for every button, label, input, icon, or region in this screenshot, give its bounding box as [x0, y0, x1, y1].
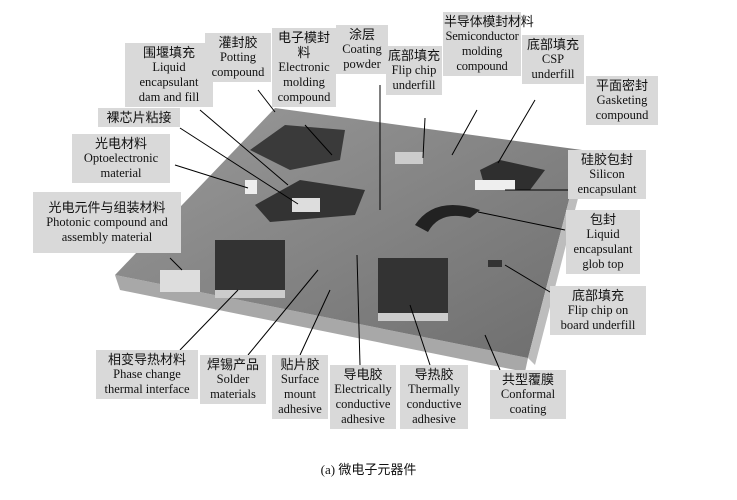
label-cn: 半导体模封材料	[444, 14, 534, 29]
label-cn: 贴片胶	[280, 357, 320, 372]
label-en: Coating powder	[342, 42, 382, 71]
label-en: Solder materials	[210, 372, 256, 401]
label-cn: 共型覆膜	[501, 372, 554, 387]
label-en: Phase change thermal interface	[104, 367, 190, 396]
label-en: Optoelectronic material	[83, 151, 159, 180]
label-cn: 底部填充	[571, 288, 624, 303]
label-en: Conformal coating	[500, 387, 556, 416]
label-cn: 导电胶	[343, 367, 383, 382]
label-cn: 焊锡产品	[206, 357, 259, 372]
label-en: Surface mount adhesive	[278, 372, 322, 416]
label-en: Semiconductor molding compound	[445, 29, 519, 73]
label-cn: 平面密封	[595, 78, 648, 93]
fcob-chip	[488, 260, 502, 267]
label-en: Liquid encapsulant dam and fill	[138, 60, 200, 104]
label-en: Potting compound	[211, 50, 265, 79]
label-cn: 包封	[589, 212, 616, 227]
leader-lines	[169, 85, 568, 371]
label-en: Gasketing compound	[595, 93, 649, 122]
heatsink-left	[215, 240, 285, 298]
label-cn: 光电材料	[94, 136, 147, 151]
label-cn: 涂层	[348, 27, 375, 42]
label-cn: 硅胶包封	[580, 152, 633, 167]
silicon-encap	[475, 180, 515, 190]
label-cn: 灌封胶	[218, 35, 258, 50]
photonic-part	[160, 270, 200, 292]
bare-die	[292, 198, 320, 212]
label-en: CSP underfill	[531, 52, 575, 81]
label-en: Electrically conductive adhesive	[334, 382, 392, 426]
label-cn: 裸芯片粘接	[106, 110, 172, 125]
label-bare-die-attach: 裸芯片粘接	[98, 108, 180, 127]
label-en: Liquid encapsulant glob top	[573, 227, 633, 271]
label-cn: 电子模封料	[277, 30, 330, 60]
label-en: Thermally conductive adhesive	[406, 382, 462, 426]
glob-top	[415, 205, 480, 232]
label-en: Flip chip on board underfill	[560, 303, 636, 332]
heatsink-right	[378, 258, 448, 321]
label-cn: 光电元件与组装材料	[48, 200, 166, 215]
label-en: Flip chip underfill	[391, 63, 437, 92]
label-en: Silicon encapsulant	[577, 167, 637, 196]
board-rim	[528, 150, 590, 365]
label-cn: 相变导热材料	[107, 352, 186, 367]
opto-part	[245, 180, 257, 194]
flipchip-pad	[395, 152, 423, 164]
board-surface	[115, 108, 582, 358]
molding-block	[250, 125, 345, 170]
label-cn: 底部填充	[387, 48, 440, 63]
label-en: Photonic compound and assembly material	[46, 215, 168, 244]
label-cn: 导热胶	[414, 367, 454, 382]
figure-caption: (a) 微电子元器件	[320, 462, 417, 477]
label-en: Electronic molding compound	[277, 60, 331, 104]
label-cn: 底部填充	[526, 37, 579, 52]
label-cn: 围堰填充	[142, 45, 195, 60]
